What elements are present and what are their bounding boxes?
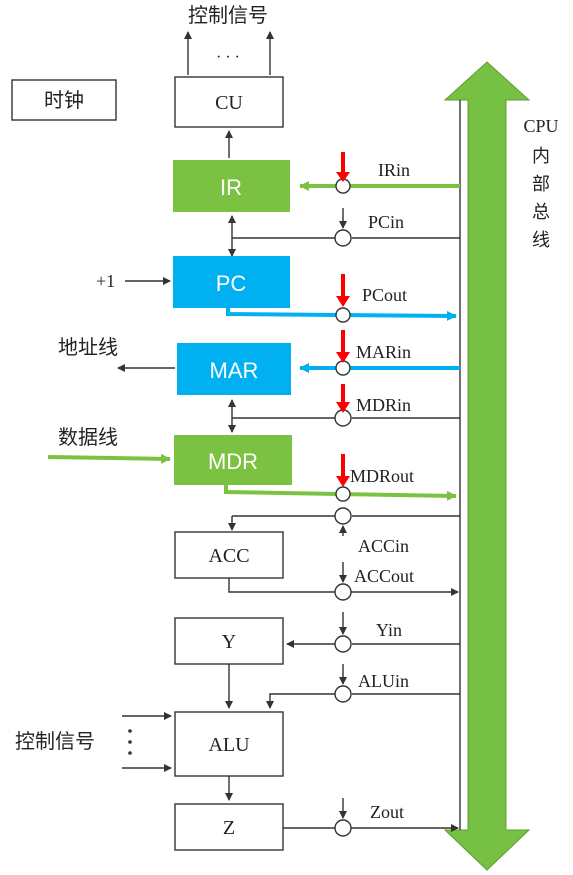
alu-control-ellipsis — [128, 729, 132, 755]
marin-label: MARin — [356, 342, 411, 362]
mdr-register — [174, 435, 292, 485]
accin-gate — [334, 507, 352, 525]
bus-label: CPU 内 部 总 线 — [523, 116, 558, 251]
alu-label: ALU — [208, 734, 250, 756]
pcin-label: PCin — [368, 212, 404, 232]
mdrin-label: MDRin — [356, 395, 411, 415]
data-line-green-arrow — [47, 453, 171, 464]
top-control-label: 控制信号 — [188, 3, 268, 27]
irin-red-marker-head — [336, 172, 350, 182]
bus-label-line-3: 部 — [532, 174, 550, 195]
accin-label: ACCin — [358, 536, 409, 556]
acc-register — [174, 531, 284, 579]
irin-label: IRin — [378, 160, 410, 180]
z-label: Z — [223, 817, 235, 839]
alu-control-label: 控制信号 — [15, 729, 95, 753]
mdrout-green-arrow — [224, 485, 457, 501]
z-register — [174, 803, 284, 851]
cu-label: CU — [215, 92, 243, 114]
bus-label-line-1: CPU — [523, 116, 558, 136]
accout-gate — [334, 583, 352, 601]
data-line-label: 数据线 — [58, 425, 118, 449]
y-label: Y — [222, 631, 236, 653]
mdrout-red-marker-head — [336, 476, 350, 487]
y-register — [174, 617, 284, 665]
bus-label-line-4: 总 — [532, 202, 550, 223]
pcout-red-marker-head — [336, 296, 350, 307]
marin-gate — [335, 360, 351, 376]
aluin-arrow — [266, 693, 335, 709]
aluin-label: ALUin — [358, 671, 409, 691]
mar-register — [177, 343, 291, 395]
pcout-gate — [335, 307, 351, 323]
zout-gate — [334, 819, 352, 837]
aluin-gate — [334, 685, 352, 703]
plus-one-label: +1 — [96, 271, 115, 291]
cpu-internal-bus — [443, 61, 531, 871]
bus-label-line-5: 线 — [532, 230, 550, 251]
mdrin-red-marker-head — [336, 402, 350, 413]
acc-label: ACC — [208, 545, 249, 567]
mar-label: MAR — [210, 358, 259, 383]
zout-label: Zout — [370, 802, 404, 822]
mdrout-gate — [335, 486, 351, 502]
marin-red-marker-head — [336, 352, 350, 363]
top-ellipsis: · · · — [216, 49, 240, 66]
pcout-label: PCout — [362, 285, 407, 305]
yin-gate — [334, 635, 352, 653]
yin-label: Yin — [376, 620, 402, 640]
mdrout-label: MDRout — [350, 466, 414, 486]
accout-label: ACCout — [354, 566, 414, 586]
pc-label: PC — [216, 271, 247, 296]
accout-line-left — [228, 578, 335, 593]
ir-register — [173, 160, 290, 212]
clock-label: 时钟 — [44, 88, 84, 112]
alu-unit — [174, 711, 284, 777]
bus-label-line-2: 内 — [532, 146, 550, 167]
pcin-gate — [334, 229, 352, 247]
address-line-label: 地址线 — [58, 335, 118, 359]
clock-box — [11, 79, 117, 121]
pcout-blue-arrow — [226, 308, 457, 321]
cu-register — [174, 76, 284, 128]
ir-label: IR — [220, 175, 242, 200]
mdr-label: MDR — [208, 449, 258, 474]
pc-register — [173, 256, 290, 308]
